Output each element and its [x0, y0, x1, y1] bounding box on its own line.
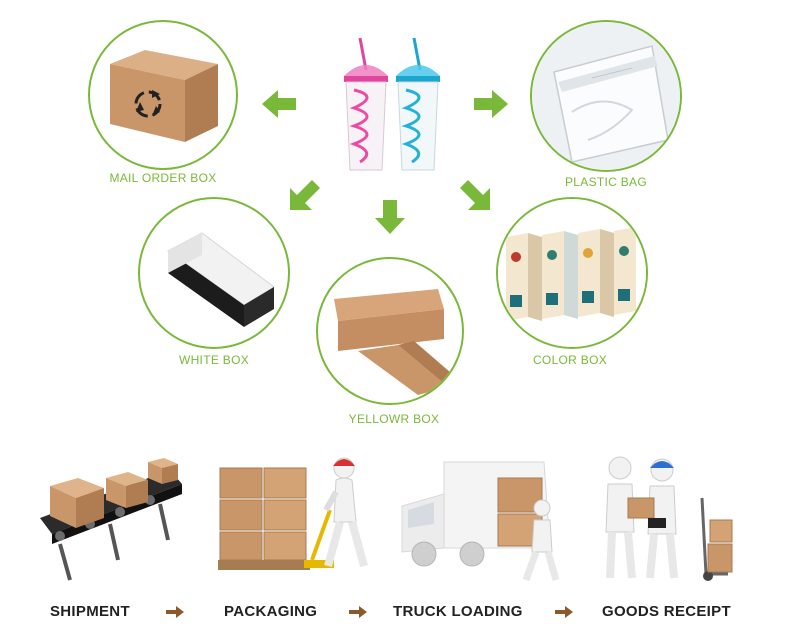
yellowr-box-label: YELLOWR BOX — [348, 412, 440, 426]
shipment-scene — [30, 448, 190, 588]
truck-loading-scene — [394, 448, 564, 588]
arrow-right-icon — [474, 90, 508, 118]
mail-order-box-label: MAIL ORDER BOX — [109, 171, 217, 185]
arrow-down-icon — [375, 200, 405, 234]
arrow-step-icon — [166, 606, 184, 618]
mail-order-box-circle — [88, 20, 238, 170]
goods-receipt-scene — [592, 448, 752, 588]
arrow-step-icon — [555, 606, 573, 618]
arrow-down-left-icon — [290, 180, 320, 210]
step-truck-loading: TRUCK LOADING — [393, 603, 523, 620]
step-goods-receipt: GOODS RECEIPT — [602, 603, 731, 620]
recycle-icon — [134, 90, 162, 118]
arrow-down-right-icon — [460, 180, 490, 210]
arrow-left-icon — [262, 90, 296, 118]
packaging-scene — [212, 448, 372, 588]
step-shipment: SHIPMENT — [50, 603, 130, 620]
plastic-bag-label: PLASTIC BAG — [565, 175, 647, 189]
white-box-circle — [138, 197, 290, 349]
arrow-step-icon — [349, 606, 367, 618]
yellowr-box-circle — [316, 257, 464, 405]
plastic-bag-circle — [530, 20, 682, 172]
color-box-circle — [496, 197, 648, 349]
product-tumblers — [330, 30, 450, 180]
step-packaging: PACKAGING — [224, 603, 318, 620]
color-box-label: COLOR BOX — [532, 353, 608, 367]
white-box-label: WHITE BOX — [178, 353, 250, 367]
